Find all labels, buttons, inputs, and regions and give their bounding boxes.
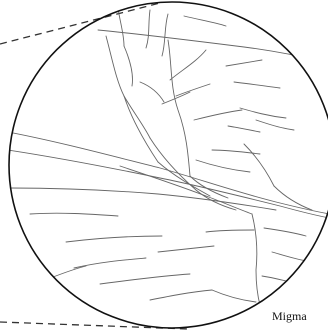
- thin-section-circle: [9, 2, 328, 328]
- fracture-lines: [8, 8, 328, 312]
- zoom-dashed-line-top: [0, 3, 160, 44]
- figure-caption: Migma: [272, 309, 307, 324]
